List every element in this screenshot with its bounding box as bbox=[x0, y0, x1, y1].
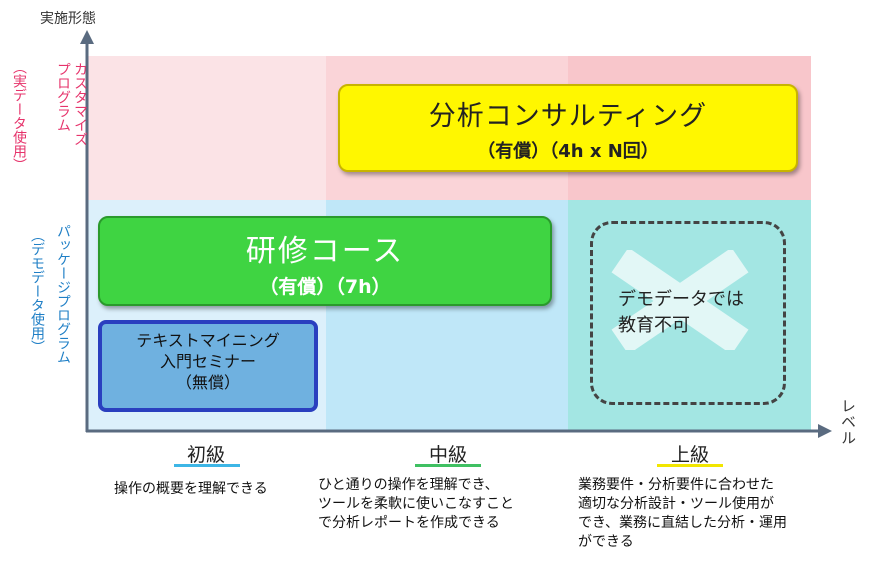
consulting-box: 分析コンサルティング （有償）（4h x N回） bbox=[338, 84, 798, 172]
desc-line: ができる bbox=[578, 534, 634, 550]
textmining-seminar-box: テキストマイニング 入門セミナー （無償） bbox=[98, 320, 318, 412]
level-beginner-label: 初級 bbox=[186, 444, 225, 466]
y-axis-label: 実施形態 bbox=[40, 11, 96, 27]
demo-line1: デモデータでは bbox=[618, 289, 744, 310]
level-beginner-underline bbox=[174, 464, 240, 467]
level-intermediate-desc: ひと通りの操作を理解でき、 ツールを柔軟に使いこなすこと で分析レポートを作成で… bbox=[318, 476, 514, 533]
demo-line2: 教育不可 bbox=[618, 315, 690, 336]
row-label-package-sub: （デモデータ使用） bbox=[29, 228, 45, 354]
textmining-line1: テキストマイニング bbox=[136, 331, 280, 350]
textmining-line2: 入門セミナー bbox=[159, 352, 256, 371]
training-subtitle: （有償）（7h） bbox=[259, 276, 391, 298]
row-label-custom-sub: （実データ使用） bbox=[11, 60, 27, 172]
x-axis-label: レベル bbox=[839, 398, 857, 446]
demo-text: デモデータでは 教育不可 bbox=[618, 287, 744, 339]
level-advanced-label: 上級 bbox=[670, 444, 709, 466]
training-title: 研修コース bbox=[245, 234, 405, 269]
demo-not-available-box bbox=[590, 221, 786, 405]
desc-line: 操作の概要を理解できる bbox=[114, 481, 268, 497]
desc-line: ツールを柔軟に使いこなすこと bbox=[318, 496, 514, 512]
training-box: 研修コース （有償）（7h） bbox=[98, 216, 552, 306]
quadrant-custom-beginner bbox=[88, 56, 326, 200]
consulting-subtitle: （有償）（4h x N回） bbox=[477, 141, 659, 162]
desc-line: 適切な分析設計・ツール使用が bbox=[578, 496, 774, 512]
level-advanced-desc: 業務要件・分析要件に合わせた 適切な分析設計・ツール使用が でき、業務に直結した… bbox=[578, 476, 787, 552]
desc-line: 業務要件・分析要件に合わせた bbox=[578, 477, 774, 493]
consulting-title: 分析コンサルティング bbox=[428, 101, 708, 132]
cross-mark-icon bbox=[611, 250, 749, 350]
desc-line: ひと通りの操作を理解でき、 bbox=[318, 477, 499, 493]
row-label-custom-title: カスタマイズ プログラム bbox=[55, 62, 88, 146]
level-intermediate-label: 中級 bbox=[428, 444, 467, 466]
desc-line: で分析レポートを作成できる bbox=[318, 515, 500, 531]
level-intermediate-underline bbox=[415, 464, 481, 467]
level-beginner-desc: 操作の概要を理解できる bbox=[114, 480, 268, 499]
level-advanced-underline bbox=[657, 464, 723, 467]
textmining-line3: （無償） bbox=[175, 373, 240, 392]
desc-line: でき、業務に直結した分析・運用 bbox=[578, 515, 788, 531]
row-label-custom: カスタマイズ プログラム bbox=[54, 62, 88, 146]
row-label-package: パッケージプログラム bbox=[55, 224, 71, 364]
